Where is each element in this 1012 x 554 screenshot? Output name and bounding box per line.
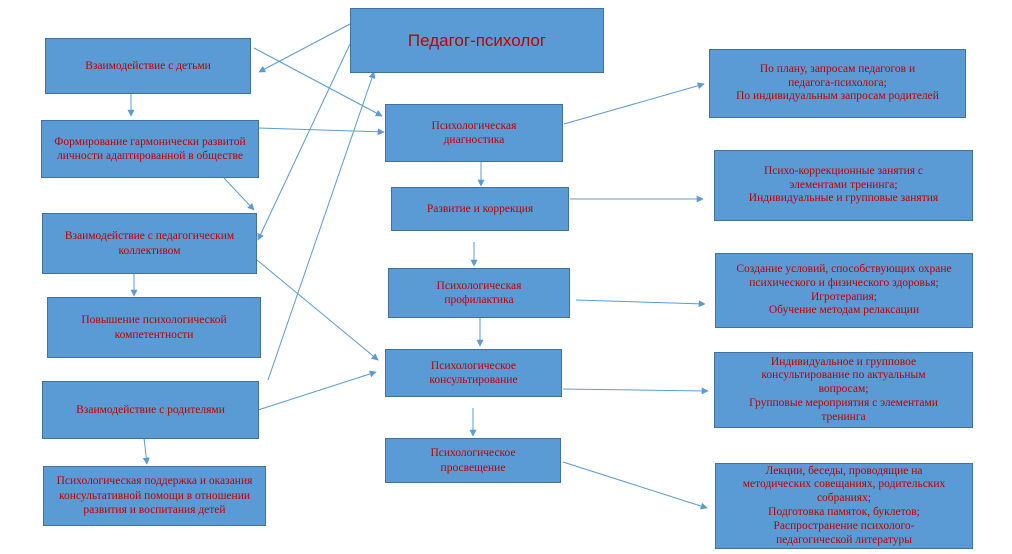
right-box-education-details: Лекции, беседы, проводящие на методическ… [715, 463, 973, 549]
center-box-prevention: Психологическая профилактика [388, 268, 570, 318]
right-box-diagnostics-details: По плану, запросам педагогов и педагога-… [709, 49, 966, 118]
right-box-correction-details: Психо-коррекционные занятия с элементами… [714, 150, 973, 221]
arrow-parents-to-consulting [257, 370, 377, 411]
left-box-interaction-with-staff: Взаимодействие с педагогическим коллекти… [42, 213, 257, 274]
left-box-psychological-competence: Повышение психологической компетентности [47, 297, 261, 358]
left-box-harmonious-personality: Формирование гармонически развитой лично… [41, 120, 259, 178]
arrow-title-to-children [258, 23, 351, 73]
center-box-consulting: Психологическое консультирование [385, 349, 562, 397]
center-box-diagnostics: Психологическая диагностика [385, 104, 563, 162]
arrow-education-to-right [562, 461, 708, 510]
right-box-consulting-details: Индивидуальное и групповое консультирова… [714, 352, 973, 428]
arrow-prevention-to-right [575, 299, 706, 308]
arrow-consulting-to-right [562, 387, 709, 395]
arrow-title-to-staff [257, 43, 351, 241]
arrow-parents-to-title [267, 71, 376, 381]
left-box-psychological-support: Психологическая поддержка и оказания кон… [43, 466, 266, 526]
right-box-prevention-details: Создание условий, способствующих охране … [715, 253, 973, 328]
arrow-parents-to-support [142, 437, 150, 465]
left-box-interaction-with-parents: Взаимодействие с родителями [42, 381, 259, 439]
center-box-development-correction: Развитие и коррекция [391, 187, 569, 231]
arrow-formation-to-diagnostics [257, 127, 385, 136]
arrow-diagnostics-to-right [563, 82, 705, 125]
arrow-staff-to-consulting [256, 259, 379, 361]
center-box-education: Психологическое просвещение [385, 438, 561, 483]
left-box-interaction-with-children: Взаимодействие с детьми [45, 38, 251, 94]
arrow-children-to-diagnostics [253, 47, 383, 117]
arrow-formation-to-staff [223, 177, 255, 211]
title-box-educational-psychologist: Педагог-психолог [350, 8, 604, 73]
